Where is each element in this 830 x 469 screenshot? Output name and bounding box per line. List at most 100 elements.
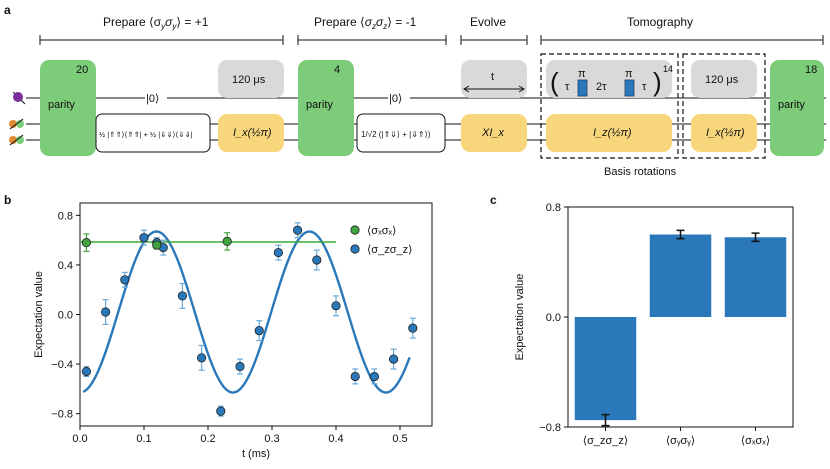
- zz-point: [369, 371, 379, 382]
- y-tick-label: −0.8: [539, 422, 561, 434]
- zz-point: [350, 371, 360, 382]
- y-tick-label: −0.4: [51, 359, 73, 371]
- dd-tau-1: τ: [565, 81, 570, 93]
- xx-point: [152, 240, 162, 250]
- legend-marker-xx: [350, 225, 360, 235]
- rotation-iz-block: [546, 114, 672, 152]
- xx-point: [222, 236, 232, 247]
- rotation-ix-block-1: [218, 114, 284, 152]
- rotation-iz-label: I_z(½π): [593, 127, 632, 139]
- zz-point: [408, 323, 418, 333]
- bar: [574, 317, 637, 421]
- dd-tau-2: τ: [642, 81, 647, 93]
- x-tick-label: ⟨σᵧσᵧ⟩: [666, 435, 695, 447]
- y-tick-label: 0.8: [58, 210, 73, 222]
- prep-state-box-1: [95, 113, 211, 153]
- dd-repeat-count: 14: [663, 64, 673, 74]
- x-tick-label: 0.5: [392, 433, 407, 445]
- parity-count-1: 20: [76, 64, 88, 76]
- evolve-t-label: t: [491, 71, 494, 83]
- x-tick-label: 0.4: [328, 433, 343, 445]
- dd-2tau: 2τ: [596, 81, 607, 93]
- zz-point: [235, 361, 245, 372]
- rotation-ix-label-1: I_x(½π): [233, 127, 272, 139]
- zz-point: [197, 353, 207, 363]
- zz-point: [292, 225, 303, 235]
- dd-paren-right: ): [653, 67, 662, 97]
- x-axis-label: t (ms): [242, 448, 270, 460]
- wait-block-1: [218, 60, 284, 98]
- xx-point: [81, 238, 92, 248]
- prep-state-text-1: ½ |⇑⇑⟩⟨⇑⇑| + ½ |⇓⇓⟩⟨⇓⇓|: [99, 130, 193, 139]
- section-prepare-yy: Prepare ⟨σyσy⟩ = +1: [103, 15, 209, 31]
- wait-label-2: 120 μs: [705, 74, 739, 86]
- section-prepare-zz: Prepare ⟨σzσz⟩ = -1: [314, 15, 417, 31]
- panel-label-a: a: [4, 3, 11, 17]
- rotation-ix-block-2: [691, 114, 757, 152]
- xix-label: XI_x: [481, 127, 505, 139]
- bar: [649, 234, 712, 317]
- x-tick-label: 0.3: [264, 433, 279, 445]
- ket-zero-1: |0⟩: [146, 93, 159, 105]
- parity-label-3: parity: [778, 99, 805, 111]
- parity-count-2: 4: [334, 64, 340, 76]
- ket-zero-2: |0⟩: [389, 93, 402, 105]
- zz-point: [388, 354, 399, 364]
- legend-marker-zz: [350, 244, 360, 254]
- x-tick-label: ⟨σ_zσ_z⟩: [583, 435, 628, 447]
- pi-pulse-icon-2: [624, 79, 635, 97]
- dd-pi-1: π: [578, 68, 586, 80]
- y-tick-label: 0.8: [546, 202, 561, 214]
- y-tick-label: 0.4: [58, 260, 73, 272]
- prep-state-text-2: 1/√2 (|⇑⇓⟩ + |⇓⇑⟩): [361, 130, 431, 139]
- zz-point: [312, 255, 322, 265]
- zz-point: [254, 326, 264, 336]
- y-axis-label: Expectation value: [514, 274, 526, 361]
- zz-point: [273, 247, 283, 258]
- section-tomography: Tomography: [627, 15, 693, 29]
- parity-count-3: 18: [805, 64, 817, 76]
- zz-point: [216, 406, 226, 416]
- prep-state-box-2: [356, 113, 446, 153]
- wait-label-1: 120 μs: [232, 74, 266, 86]
- panel-label-b: b: [4, 193, 11, 207]
- y-tick-label: −0.8: [51, 409, 73, 421]
- zz-point: [120, 275, 130, 285]
- dd-sequence-block: [546, 60, 672, 98]
- wait-block-2: [691, 60, 757, 98]
- bar: [724, 237, 787, 317]
- zz-point: [177, 291, 187, 301]
- nuclear-spin-icon-2: [9, 134, 24, 146]
- fit-curve-zz: [82, 230, 411, 394]
- legend-label-xx: ⟨σₓσₓ⟩: [367, 225, 396, 237]
- parity-block-1: [40, 60, 96, 156]
- legend-label-zz: ⟨σ_zσ_z⟩: [367, 244, 412, 256]
- zz-point: [139, 233, 149, 243]
- xix-block: [461, 114, 527, 152]
- x-tick-label: ⟨σₓσₓ⟩: [741, 435, 770, 447]
- pi-pulse-icon-1: [577, 79, 588, 97]
- chart-b: 0.0 0.1 0.2 0.3 0.4 0.5 −0.8 −0.4 0.0 0.4 0.8 t (ms…: [33, 202, 433, 460]
- rotation-ix-label-2: I_x(½π): [706, 127, 745, 139]
- basis-rotations-label: Basis rotations: [604, 166, 677, 178]
- parity-label-1: parity: [48, 99, 75, 111]
- tomography-dashed-box-1: [540, 53, 679, 159]
- x-tick-label: 0.2: [200, 433, 215, 445]
- zz-point: [101, 307, 111, 317]
- panel-label-c: c: [490, 193, 497, 207]
- x-tick-label: 0.0: [72, 433, 87, 445]
- y-axis-label: Expectation value: [33, 271, 45, 358]
- section-evolve: Evolve: [470, 15, 506, 29]
- electron-spin-icon: [12, 91, 26, 105]
- y-tick-label: 0.0: [58, 310, 73, 322]
- dd-paren-left: (: [550, 67, 559, 97]
- zz-point: [331, 301, 341, 311]
- y-tick-label: 0.0: [546, 312, 561, 324]
- parity-block-3: [770, 60, 824, 156]
- parity-label-2: parity: [306, 99, 333, 111]
- tomography-dashed-box-2: [682, 53, 766, 159]
- dd-pi-2: π: [625, 68, 633, 80]
- x-tick-label: 0.1: [136, 433, 151, 445]
